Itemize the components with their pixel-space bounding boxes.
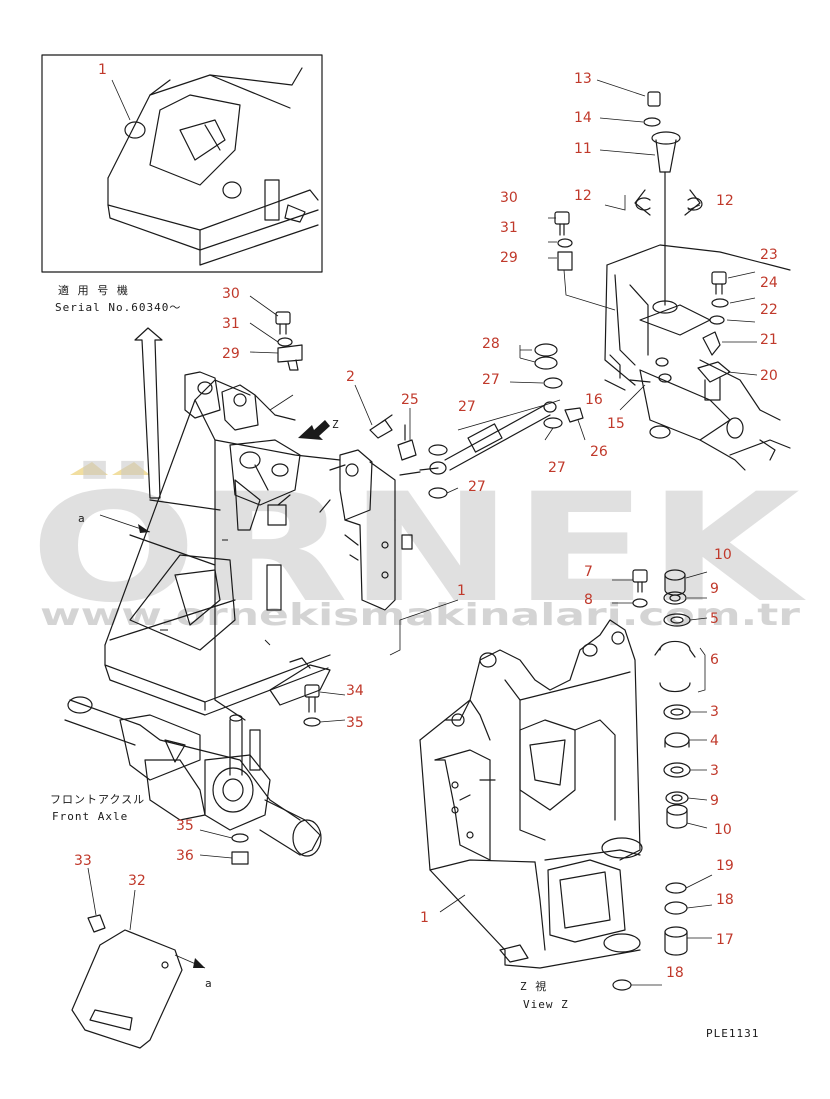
front-axle-label: Front Axle xyxy=(52,810,128,823)
callout-26: 26 xyxy=(590,444,608,460)
view-z-arrow-label: Z xyxy=(332,418,340,431)
watermark: ÖRNEK www.ornekismakinalari.com.tr xyxy=(30,460,806,636)
callout-3a: 3 xyxy=(710,704,719,720)
callout-35b: 35 xyxy=(176,818,194,834)
callout-12b: 12 xyxy=(716,193,734,209)
leader-lines xyxy=(87,79,758,986)
callout-16: 16 xyxy=(585,392,603,408)
callout-23: 23 xyxy=(760,247,778,263)
ref-a-top: a xyxy=(78,512,151,533)
callout-15: 15 xyxy=(607,416,625,432)
drawing-number: PLE1131 xyxy=(706,1027,759,1040)
front-axle-label-jp: フロントアクスル xyxy=(50,793,145,806)
callout-31a: 31 xyxy=(500,220,518,236)
rear-frame-assembly xyxy=(604,244,791,471)
callout-33: 33 xyxy=(74,853,92,869)
callouts: 13 14 11 12 12 30 31 29 23 24 22 21 20 2… xyxy=(74,71,778,981)
cover-plate-32 xyxy=(71,914,206,1049)
bolt-assembly-29-31 xyxy=(554,211,616,311)
callout-5: 5 xyxy=(710,611,719,627)
callout-30a: 30 xyxy=(500,190,518,206)
callout-27a: 27 xyxy=(482,372,500,388)
callout-19: 19 xyxy=(716,858,734,874)
bolt-assembly-34-36 xyxy=(231,684,321,865)
ref-a-top-label: a xyxy=(78,512,86,525)
callout-34: 34 xyxy=(346,683,364,699)
callout-36: 36 xyxy=(176,848,194,864)
serial-label-jp: 適 用 号 機 xyxy=(58,283,129,297)
view-z-arrow: Z xyxy=(298,418,340,440)
callout-30b: 30 xyxy=(222,286,240,302)
callout-18b: 18 xyxy=(666,965,684,981)
callout-27b: 27 xyxy=(458,399,476,415)
callout-13: 13 xyxy=(574,71,592,87)
callout-35a: 35 xyxy=(346,715,364,731)
steering-cylinder xyxy=(399,401,557,476)
callout-1-inset: 1 xyxy=(98,62,107,78)
plates-28 xyxy=(534,343,558,370)
callout-18a: 18 xyxy=(716,892,734,908)
fitting-25 xyxy=(397,424,417,461)
callout-3b: 3 xyxy=(710,763,719,779)
callout-29a: 29 xyxy=(500,250,518,266)
callout-21: 21 xyxy=(760,332,778,348)
callout-9b: 9 xyxy=(710,793,719,809)
callout-7: 7 xyxy=(584,564,593,580)
callout-28: 28 xyxy=(482,336,500,352)
serial-label: Serial No.60340～ xyxy=(55,301,181,314)
callout-29b: 29 xyxy=(222,346,240,362)
callout-10b: 10 xyxy=(714,822,732,838)
callout-31b: 31 xyxy=(222,316,240,332)
callout-25: 25 xyxy=(401,392,419,408)
callout-24: 24 xyxy=(760,275,778,291)
callout-9a: 9 xyxy=(710,581,719,597)
front-axle xyxy=(64,696,322,857)
callout-2: 2 xyxy=(346,369,355,385)
front-frame-assembly xyxy=(104,371,413,721)
callout-6: 6 xyxy=(710,652,719,668)
view-z-label-jp: Z 視 xyxy=(520,979,547,993)
fitting-26 xyxy=(564,407,584,423)
bolt-assembly-29-31-left xyxy=(269,311,303,411)
callout-11: 11 xyxy=(574,141,592,157)
washers-27 xyxy=(428,377,563,499)
callout-12a: 12 xyxy=(574,188,592,204)
callout-27d: 27 xyxy=(468,479,486,495)
bolt-assembly-20-24 xyxy=(655,271,731,401)
callout-27c: 27 xyxy=(548,460,566,476)
ref-a-bottom-label: a xyxy=(205,977,213,990)
callout-8: 8 xyxy=(584,592,593,608)
callout-14: 14 xyxy=(574,110,592,126)
callout-32: 32 xyxy=(128,873,146,889)
callout-22: 22 xyxy=(760,302,778,318)
callout-1-main: 1 xyxy=(457,583,466,599)
inset-frame-detail: 1 xyxy=(41,54,323,273)
callout-1-view: 1 xyxy=(420,910,429,926)
view-z-frame xyxy=(419,619,643,969)
callout-20: 20 xyxy=(760,368,778,384)
pin-assembly-11 xyxy=(634,91,703,306)
callout-4: 4 xyxy=(710,733,719,749)
inset-pointer-arrow xyxy=(134,327,163,499)
view-z-label: View Z xyxy=(523,998,569,1011)
callout-17: 17 xyxy=(716,932,734,948)
callout-10a: 10 xyxy=(714,547,732,563)
fitting-2 xyxy=(369,414,393,439)
